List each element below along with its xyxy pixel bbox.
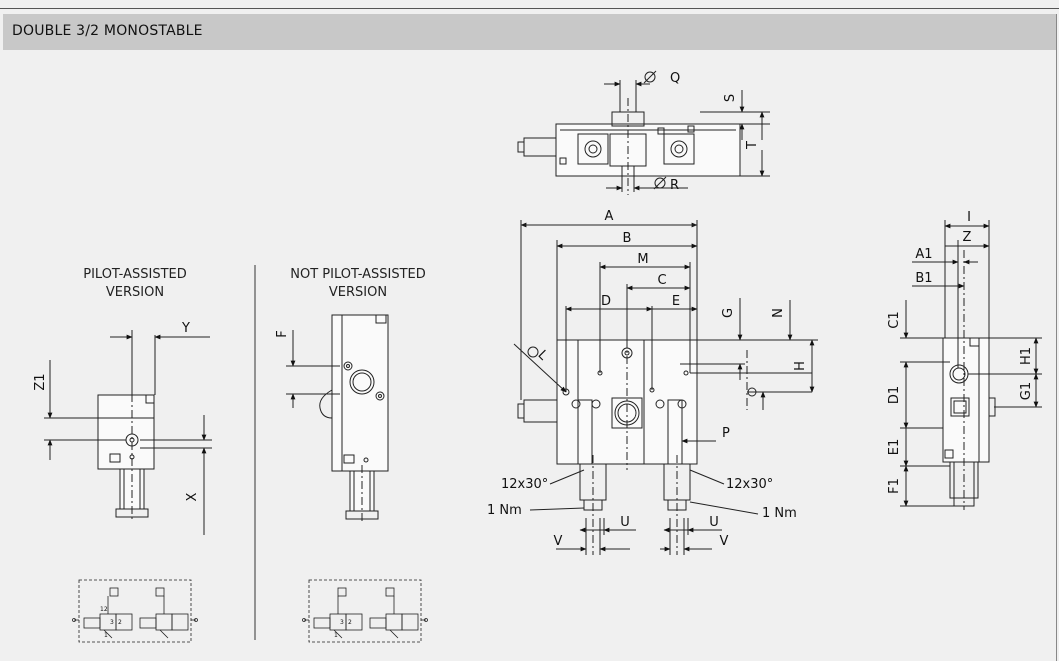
- sch2-port-2: 2: [348, 619, 352, 626]
- dim-e1: E1: [887, 439, 902, 456]
- dim-h1: H1: [1019, 347, 1034, 365]
- side-view-drawing: [900, 220, 1042, 510]
- dim-l: L: [535, 348, 551, 364]
- dim-d: D: [601, 294, 611, 309]
- dim-b1: B1: [915, 271, 932, 286]
- dim-f1: F1: [887, 478, 902, 494]
- dim-m: M: [637, 252, 648, 267]
- dim-i: I: [967, 210, 971, 225]
- dim-x: X: [185, 492, 200, 501]
- dim-t: T: [745, 141, 760, 150]
- dim-a1: A1: [915, 247, 932, 262]
- dim-c1: C1: [887, 311, 902, 328]
- not-pilot-assisted-drawing: [286, 314, 389, 522]
- notpilot-caption-2: VERSION: [329, 285, 387, 300]
- sch1-port-3: 3: [110, 619, 114, 626]
- dim-u-right: U: [709, 515, 719, 530]
- schematic-pilot-assisted: [72, 579, 198, 643]
- angle-left: 12x30°: [501, 477, 548, 492]
- dim-z: Z: [963, 230, 972, 245]
- dim-v-right: V: [720, 534, 729, 549]
- dim-g: G: [721, 308, 736, 318]
- pilot-caption-1: PILOT-ASSISTED: [83, 267, 187, 282]
- dim-a: A: [605, 209, 614, 224]
- dim-e: E: [672, 294, 680, 309]
- dim-r: R: [670, 178, 679, 193]
- top-rule: [0, 8, 1059, 9]
- dim-v-left: V: [554, 534, 563, 549]
- sch1-port-2: 2: [118, 619, 122, 626]
- pilot-assisted-drawing: [44, 330, 212, 535]
- dim-y: Y: [181, 321, 190, 336]
- pilot-caption-2: VERSION: [106, 285, 164, 300]
- sch1-port-1: 1: [104, 632, 108, 639]
- sch2-port-3: 3: [340, 619, 344, 626]
- dim-l-diameter-icon: [527, 346, 539, 358]
- dim-q: Q: [670, 71, 680, 86]
- dim-f: F: [275, 330, 290, 337]
- dim-c: C: [657, 273, 666, 288]
- dim-p: P: [722, 426, 730, 441]
- dim-s: S: [723, 94, 738, 102]
- right-border: [1056, 14, 1057, 661]
- dim-b: B: [623, 231, 632, 246]
- section-title: DOUBLE 3/2 MONOSTABLE: [12, 23, 203, 39]
- dim-g1: G1: [1019, 382, 1034, 400]
- angle-right: 12x30°: [726, 477, 773, 492]
- top-view-drawing: [517, 70, 770, 195]
- sch2-port-1: 1: [334, 632, 338, 639]
- torque-right: 1 Nm: [762, 506, 797, 521]
- dim-d1: D1: [887, 386, 902, 404]
- notpilot-caption-1: NOT PILOT-ASSISTED: [290, 267, 426, 282]
- schematic-not-pilot-assisted: [302, 579, 428, 643]
- front-view-drawing: [513, 220, 818, 555]
- dim-z1: Z1: [33, 373, 48, 390]
- dim-h: H: [793, 361, 808, 371]
- section-header: DOUBLE 3/2 MONOSTABLE: [3, 14, 1056, 50]
- dim-n: N: [771, 308, 786, 318]
- dim-u-left: U: [620, 515, 630, 530]
- torque-left: 1 Nm: [487, 503, 522, 518]
- sch1-port-12: 12: [100, 606, 108, 613]
